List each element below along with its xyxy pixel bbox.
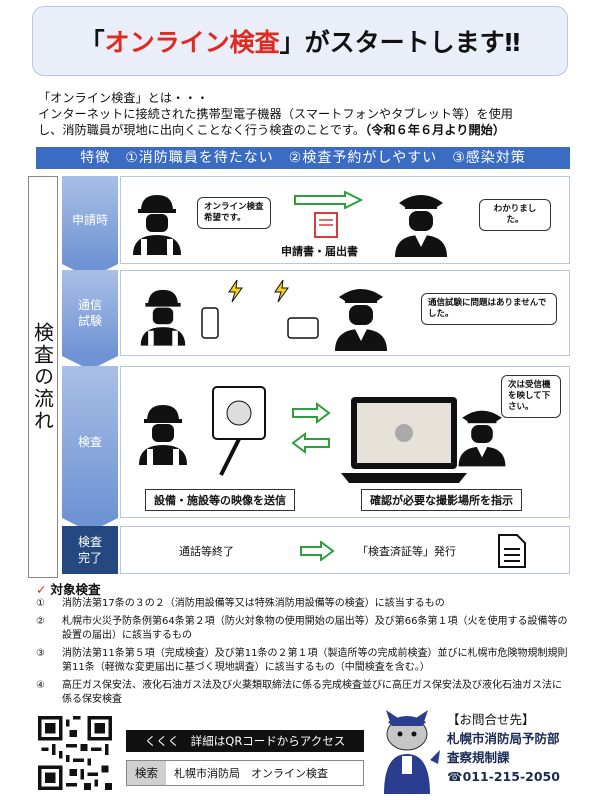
contact-department: 査察規制課 (447, 750, 510, 765)
smartphone-icon (201, 307, 219, 339)
checkmark-icon: ✓ (36, 582, 47, 597)
step-tab-inspect: 検査 (62, 366, 118, 532)
targets-list: ① 消防法第17条の３の２（消防用設備等又は特殊消防用設備等の検査）に該当するもの… (36, 597, 568, 711)
mascot-icon (384, 710, 440, 794)
search-tag[interactable]: 検索 (127, 761, 166, 785)
step-tab-inspect-label: 検査 (77, 435, 102, 449)
title-quote-close: 」 (279, 28, 305, 57)
list-item-number: ① (36, 598, 45, 609)
step-tab-apply: 申請時 (62, 176, 118, 278)
send-video-label: 設備・施設等の映像を送信 (145, 489, 295, 511)
intro-text: 「オンライン検査」とは・・・ インターネットに接続された携帯型電子機器（スマート… (38, 90, 568, 138)
selfie-stick-phone-icon (212, 386, 266, 476)
tablet-icon (287, 317, 319, 339)
list-item-number: ③ (36, 648, 45, 659)
signal-bolt-icon (274, 279, 289, 303)
two-way-arrow-icon (291, 402, 331, 454)
access-qr-notice: くくく 詳細はQRコードからアクセス (126, 730, 364, 752)
signal-bolt-icon (228, 279, 243, 303)
title-highlight: オンライン検査 (104, 28, 280, 57)
arrow-right-icon (294, 191, 363, 209)
search-box[interactable]: 検索 札幌市消防局 オンライン検査 (126, 760, 364, 786)
doc-label: 申請書・届出書 (281, 245, 358, 258)
intro-line-1: 「オンライン検査」とは・・・ (38, 91, 209, 105)
step-box-inspect: 次は受信機を映して下さい。 設備・施設等の映像を送信 確認が必要な撮影場所を指示 (120, 366, 570, 518)
targets-title: ✓対象検査 (36, 579, 101, 598)
contact-phone[interactable]: ☎011-215-2050 (447, 769, 560, 784)
step-tab-apply-label: 申請時 (71, 213, 108, 227)
list-item-text: 消防法第11条第５項（完成検査）及び第11条の２第１項（製造所等の完成前検査）並… (62, 648, 568, 673)
laptop-icon (341, 397, 467, 483)
bubble-user-apply: オンライン検査希望です。 (197, 197, 271, 229)
step-tab-test-label-1: 通信 (77, 298, 102, 312)
intro-start-date: （令和６年６月より開始） (365, 123, 506, 137)
features-bar: 特徴 ①消防職員を待たない ②検査予約がしやすい ③感染対策 (36, 147, 570, 169)
list-item-number: ④ (36, 680, 45, 691)
qr-code-icon[interactable] (38, 716, 112, 790)
list-item-text: 札幌市火災予防条例第64条第２項（防火対象物の使用開始の届出等）及び第66条第１… (62, 616, 568, 641)
step-tab-done-label-2: 完了 (77, 551, 102, 565)
intro-line-2: インターネットに接続された携帯型電子機器（スマートフォンやタブレット等）を使用 (38, 107, 513, 121)
title-banner: 「オンライン検査」がスタートします‼ (32, 6, 568, 76)
firefighter-icon (458, 410, 506, 467)
step-box-done: 通話等終了 「検査済証等」発行 (120, 526, 570, 574)
title-rest: がスタートします‼ (304, 28, 521, 57)
search-query: 札幌市消防局 オンライン検査 (174, 767, 328, 780)
instruct-location-label: 確認が必要な撮影場所を指示 (361, 489, 522, 511)
arrow-right-icon (300, 541, 335, 561)
step-box-test: 通信試験に問題はありませんでした。 (120, 270, 570, 356)
step-tab-test-label-2: 試験 (77, 314, 102, 328)
bubble-staff-inspect: 次は受信機を映して下さい。 (501, 375, 561, 418)
title-quote-open: 「 (79, 28, 105, 57)
firefighter-icon (335, 289, 387, 351)
issue-certificate-label: 「検査済証等」発行 (357, 545, 456, 558)
contact-organization: 札幌市消防局予防部 (447, 731, 560, 746)
step-box-apply: オンライン検査希望です。 申請書・届出書 わかりました。 (120, 176, 570, 264)
certificate-document-icon (498, 534, 526, 568)
flow-label-text: 検査の流れ (30, 322, 55, 432)
bubble-staff-apply: わかりました。 (479, 199, 551, 231)
firefighter-icon (395, 195, 447, 257)
flow-label: 検査の流れ (28, 176, 58, 578)
bubble-staff-test: 通信試験に問題はありませんでした。 (421, 293, 557, 325)
list-item-number: ② (36, 616, 45, 627)
worker-icon (139, 405, 187, 465)
worker-icon (133, 195, 181, 255)
document-icon (314, 212, 338, 238)
list-item: ① 消防法第17条の３の２（消防用設備等又は特殊消防用設備等の検査）に該当するもの (36, 597, 568, 611)
step-tab-test: 通信試験 (62, 270, 118, 370)
list-item: ② 札幌市火災予防条例第64条第２項（防火対象物の使用開始の届出等）及び第66条第… (36, 615, 568, 643)
list-item: ④ 高圧ガス保安法、液化石油ガス法及び火薬類取締法に係る完成検査並びに高圧ガス保安… (36, 679, 568, 707)
contact-block: 【お問合せ先】 札幌市消防局予防部 査察規制課 ☎011-215-2050 (447, 710, 597, 786)
list-item-text: 高圧ガス保安法、液化石油ガス法及び火薬類取締法に係る完成検査並びに高圧ガス保安法… (62, 680, 562, 705)
contact-heading: 【お問合せ先】 (447, 712, 535, 727)
intro-line-3: し、消防職員が現地に出向くことなく行う検査のことです。 (38, 123, 366, 137)
targets-title-text: 対象検査 (50, 582, 101, 597)
list-item-text: 消防法第17条の３の２（消防用設備等又は特殊消防用設備等の検査）に該当するもの (62, 598, 445, 609)
step-tab-done: 検査完了 (62, 526, 118, 574)
step-tab-done-label-1: 検査 (77, 535, 102, 549)
call-end-label: 通話等終了 (179, 545, 234, 558)
list-item: ③ 消防法第11条第５項（完成検査）及び第11条の２第１項（製造所等の完成前検査）… (36, 647, 568, 675)
worker-icon (140, 289, 186, 346)
